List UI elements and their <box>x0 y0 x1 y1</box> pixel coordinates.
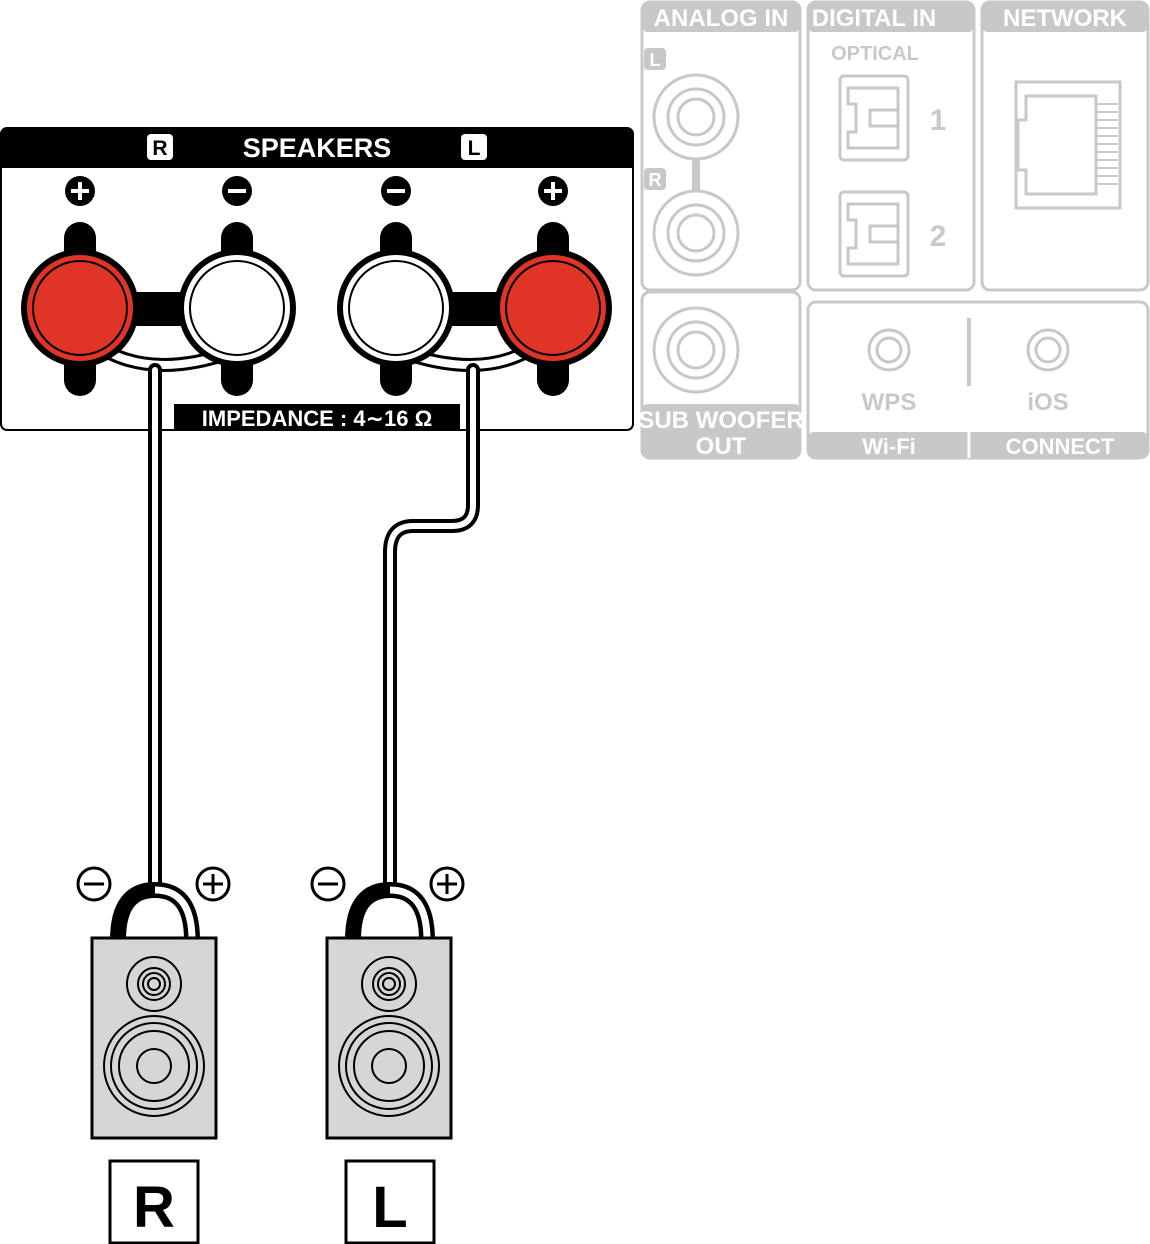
analog-in-title: ANALOG IN <box>654 5 789 32</box>
optical-port-1-icon <box>838 74 910 162</box>
left-plus-terminal <box>494 249 612 367</box>
subwoofer-jack <box>652 306 740 394</box>
speaker-terminal-panel: R SPEAKERS L <box>0 127 634 431</box>
optical-port-1-number: 1 <box>930 104 947 137</box>
channel-right-badge <box>147 134 173 160</box>
minus-icon <box>310 866 346 902</box>
subwoofer-label-line1: SUB WOOFER <box>638 407 803 434</box>
woofer <box>338 1015 440 1117</box>
minus-icon <box>76 866 112 902</box>
analog-right-label: R <box>649 170 662 190</box>
plus-icon <box>65 176 95 206</box>
right-minus-terminal <box>178 249 296 367</box>
subwoofer-label-line2: OUT <box>696 433 747 460</box>
wps-button[interactable] <box>867 328 911 372</box>
plus-icon <box>429 866 465 902</box>
left-speaker-label: L <box>372 1175 407 1240</box>
left-speaker: L <box>310 866 465 1244</box>
digital-in-title: DIGITAL IN <box>812 5 936 32</box>
network-title: NETWORK <box>1003 5 1128 32</box>
channel-right-label: R <box>152 137 167 160</box>
minus-icon <box>222 176 252 206</box>
rear-panel-inputs: ANALOG IN L R DIGITAL IN OPTICAL <box>638 0 1150 460</box>
optical-label: OPTICAL <box>831 43 919 65</box>
network-section: NETWORK <box>980 0 1150 292</box>
analog-left-label: L <box>650 50 661 70</box>
analog-left-badge <box>644 48 666 70</box>
right-speaker-label: R <box>133 1175 175 1240</box>
right-speaker: R <box>76 866 231 1244</box>
wps-label: WPS <box>862 389 917 416</box>
tweeter <box>126 956 182 1012</box>
plus-icon <box>538 176 568 206</box>
left-minus-terminal <box>337 249 455 367</box>
ios-label: iOS <box>1027 389 1068 416</box>
ios-button[interactable] <box>1026 328 1070 372</box>
optical-port-2-icon <box>838 190 910 278</box>
analog-right-badge <box>644 168 666 190</box>
wifi-label: Wi-Fi <box>862 434 916 459</box>
optical-port-2-number: 2 <box>930 220 947 253</box>
channel-left-label: L <box>468 137 481 160</box>
analog-in-section: ANALOG IN L R <box>640 0 802 292</box>
analog-right-jack <box>652 189 740 277</box>
wifi-section: WPS iOS Wi-Fi CONNECT <box>806 300 1150 460</box>
plus-icon <box>195 866 231 902</box>
right-plus-terminal <box>21 249 139 367</box>
channel-left-badge <box>461 134 487 160</box>
speakers-title: SPEAKERS <box>243 133 392 163</box>
analog-left-jack <box>652 73 740 161</box>
speaker-cables <box>148 363 480 897</box>
minus-icon <box>381 176 411 206</box>
digital-in-section: DIGITAL IN OPTICAL 1 2 <box>806 0 976 292</box>
subwoofer-section: SUB WOOFER OUT <box>638 290 804 460</box>
ethernet-port-icon <box>1014 80 1122 210</box>
impedance-label: IMPEDANCE : 4∼16 Ω <box>202 406 432 431</box>
woofer <box>103 1015 205 1117</box>
tweeter <box>361 956 417 1012</box>
connect-label: CONNECT <box>1006 434 1115 459</box>
